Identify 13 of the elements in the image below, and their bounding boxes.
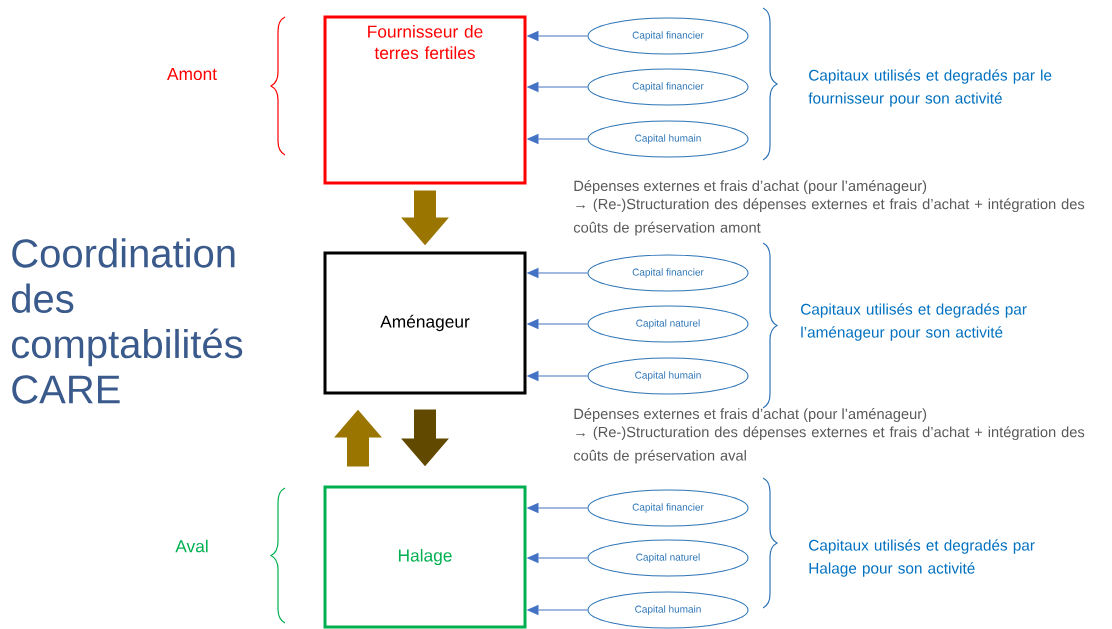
annotation-text: Capitaux utilisés et degradés par le fournisseur pour son activité (808, 69, 1052, 107)
annotation-text: → (Re-)Structuration des dépenses externes et frais d’achat + intégration des coûts de préservation aval (573, 426, 1085, 464)
annotation-text: Amont (167, 67, 217, 81)
process-box: Fournisseur de terres fertiles (323, 15, 527, 185)
process-box: Aménageur (323, 251, 527, 395)
annotation-text: → (Re-)Structuration des dépenses externes et frais d’achat + intégration des coûts de préservation amont (573, 198, 1085, 236)
annotation-text: Capitaux utilisés et degradés par l’aménageur pour son activité (801, 303, 1027, 341)
title: Coordination des comptabilités CARE (11, 238, 243, 404)
annotation-text: Capitaux utilisés et degradés par Halage pour son activité (809, 539, 1035, 577)
process-box: Halage (323, 485, 527, 629)
annotation-text: Dépenses externes et frais d’achat (pour l’aménageur) (574, 180, 927, 194)
annotation-text: Dépenses externes et frais d’achat (pour l’aménageur) (574, 408, 927, 422)
annotation-text: Aval (175, 539, 208, 553)
